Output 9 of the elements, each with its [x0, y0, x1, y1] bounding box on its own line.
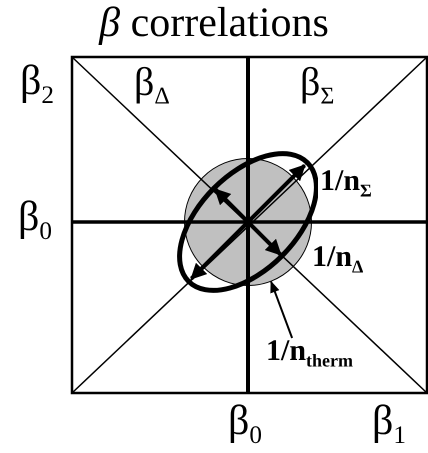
diagram-title: β correlations	[98, 2, 330, 44]
region-label: β$_{Σ}$	[300, 62, 334, 108]
axis-label: β$_{0}$	[18, 196, 52, 244]
axis-label: β$_{2}$	[20, 60, 54, 108]
region-label: β$_{Δ}$	[134, 62, 170, 108]
node-label: 1/n$_{therm}$	[266, 336, 354, 370]
axis-label: β$_{1}$	[372, 400, 406, 448]
leader-line	[270, 280, 294, 338]
axis-label: β$_{0}$	[228, 400, 262, 448]
